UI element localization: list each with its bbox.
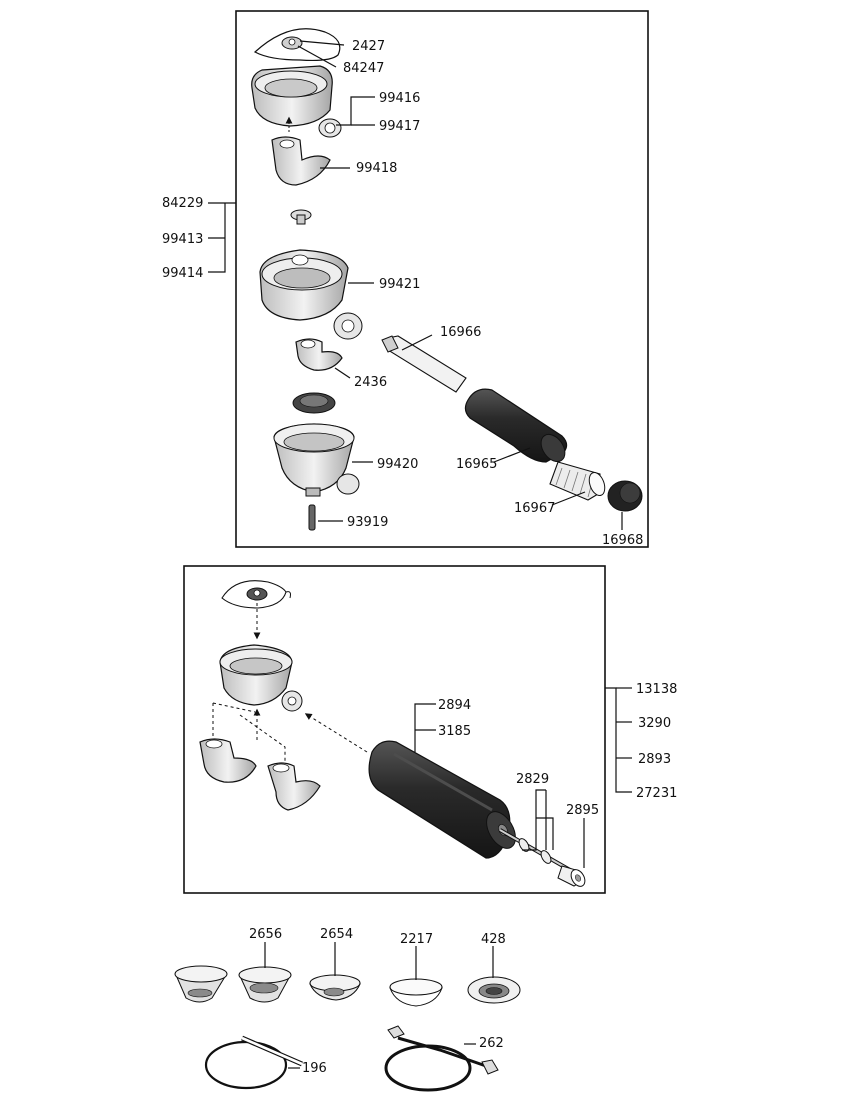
part-16967-sleeve (549, 461, 606, 501)
part-99420-holder (273, 423, 360, 497)
part-262-hose (384, 1025, 499, 1092)
part-2217-insert (389, 978, 443, 1007)
callout-428: 428 (481, 932, 506, 947)
part-99421-holder (259, 249, 363, 340)
part-16965-handle (464, 388, 568, 463)
callout-99418: 99418 (356, 161, 397, 176)
callout-2894: 2894 (438, 698, 471, 713)
callout-2893: 2893 (638, 752, 671, 767)
leader-lines-top (208, 40, 623, 530)
callout-93919: 93919 (347, 515, 388, 530)
assembly-guides (212, 702, 368, 762)
leader-lines-middle (414, 687, 632, 868)
callouts-top: 2427 84247 99416 99417 99418 84229 99413… (162, 39, 643, 548)
callout-2895: 2895 (566, 803, 599, 818)
callout-262: 262 (479, 1036, 504, 1051)
part-holder-mid (219, 644, 303, 740)
part-spout-b (267, 762, 321, 811)
part-16968-cap (607, 480, 643, 512)
panel-middle: 2894 3185 2829 2895 13138 3290 2893 2723… (183, 565, 677, 894)
callout-2427: 2427 (352, 39, 385, 54)
callout-99414: 99414 (162, 266, 203, 281)
part-16966-rod (381, 335, 467, 393)
part-spout-a (199, 738, 257, 783)
callout-99420: 99420 (377, 457, 418, 472)
part-99418-spout (271, 136, 331, 186)
callout-2217: 2217 (400, 932, 433, 947)
panel-top: 2427 84247 99416 99417 99418 84229 99413… (162, 10, 649, 548)
part-basket-large (174, 965, 228, 1003)
part-2894-handle (368, 740, 516, 859)
accessories-section: 2656 2654 2217 428 196 262 (174, 927, 521, 1092)
part-shower-screen (292, 392, 336, 414)
callout-3290: 3290 (638, 716, 671, 731)
callout-16965: 16965 (456, 457, 497, 472)
part-bolt (499, 828, 586, 887)
callout-196: 196 (302, 1061, 327, 1076)
leader-lines-accessories (264, 942, 494, 1069)
callout-3185: 3185 (438, 724, 471, 739)
part-196-tubing (204, 1035, 303, 1090)
callout-16966: 16966 (440, 325, 481, 340)
part-99416-holder (251, 65, 342, 138)
part-2436-spout (295, 338, 343, 371)
callouts-middle: 2894 3185 2829 2895 13138 3290 2893 2723… (438, 682, 677, 818)
callout-99416: 99416 (379, 91, 420, 106)
callout-16968: 16968 (602, 533, 643, 548)
callout-99417: 99417 (379, 119, 420, 134)
panel-middle-frame (183, 565, 606, 894)
callout-13138: 13138 (636, 682, 677, 697)
part-93919-pin (308, 504, 316, 531)
callout-2436: 2436 (354, 375, 387, 390)
callout-84229: 84229 (162, 196, 203, 211)
callouts-accessories: 2656 2654 2217 428 196 262 (249, 927, 506, 1076)
callout-2656: 2656 (249, 927, 282, 942)
part-428-screen (467, 976, 521, 1004)
callout-27231: 27231 (636, 786, 677, 801)
part-2656-basket (238, 966, 292, 1003)
part-2427-spring (253, 28, 341, 62)
part-2654-basket (309, 974, 361, 1001)
callout-99421: 99421 (379, 277, 420, 292)
part-spring-clip (221, 580, 291, 640)
callout-2829: 2829 (516, 772, 549, 787)
part-screw-small (290, 209, 312, 225)
callout-99413: 99413 (162, 232, 203, 247)
panel-top-frame (235, 10, 649, 548)
callout-84247: 84247 (343, 61, 384, 76)
callout-2654: 2654 (320, 927, 353, 942)
callout-16967: 16967 (514, 501, 555, 516)
